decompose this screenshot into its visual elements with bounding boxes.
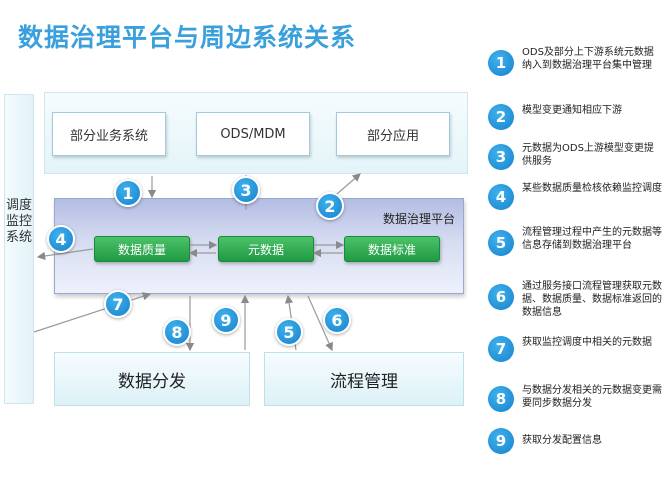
legend-badge: 5 bbox=[488, 230, 514, 256]
scheduler-monitor-panel[interactable] bbox=[4, 94, 34, 404]
ods-mdm-box[interactable]: ODS/MDM bbox=[196, 112, 310, 156]
data-standard-module[interactable]: 数据标准 bbox=[344, 236, 440, 262]
data-distribution-box[interactable]: 数据分发 bbox=[54, 352, 250, 406]
legend-badge: 4 bbox=[488, 184, 514, 210]
legend-text: 流程管理过程中产生的元数据等信息存储到数据治理平台 bbox=[522, 227, 662, 251]
badge-9: 9 bbox=[212, 306, 240, 334]
badge-5: 5 bbox=[275, 318, 303, 346]
legend-badge: 8 bbox=[488, 386, 514, 412]
legend-text: 与数据分发相关的元数据变更需要同步数据分发 bbox=[522, 385, 662, 409]
legend-text: 某些数据质量检核依赖监控调度 bbox=[522, 183, 662, 194]
legend-text: ODS及部分上下游系统元数据纳入到数据治理平台集中管理 bbox=[522, 47, 654, 71]
badge-6: 6 bbox=[323, 306, 351, 334]
legend-text: 获取监控调度中相关的元数据 bbox=[522, 337, 652, 348]
legend-badge: 1 bbox=[488, 50, 514, 76]
business-system-box[interactable]: 部分业务系统 bbox=[52, 112, 166, 156]
data-quality-label: 数据质量 bbox=[117, 242, 166, 257]
legend-text: 模型变更通知相应下游 bbox=[522, 105, 622, 116]
scheduler-monitor-label: 调度监控系统 bbox=[5, 198, 32, 245]
metadata-module[interactable]: 元数据 bbox=[218, 236, 314, 262]
metadata-label: 元数据 bbox=[247, 242, 284, 257]
badge-3: 3 bbox=[232, 176, 260, 204]
process-management-label: 流程管理 bbox=[330, 371, 398, 392]
legend-badge: 9 bbox=[488, 428, 514, 454]
data-standard-label: 数据标准 bbox=[367, 242, 416, 257]
data-quality-module[interactable]: 数据质量 bbox=[94, 236, 190, 262]
badge-1: 1 bbox=[114, 179, 142, 207]
apps-box[interactable]: 部分应用 bbox=[336, 112, 450, 156]
ods-mdm-label: ODS/MDM bbox=[220, 126, 286, 142]
apps-label: 部分应用 bbox=[366, 128, 419, 144]
legend-text: 获取分发配置信息 bbox=[522, 435, 602, 446]
legend-badge: 2 bbox=[488, 104, 514, 130]
process-management-box[interactable]: 流程管理 bbox=[264, 352, 464, 406]
legend-badge: 7 bbox=[488, 336, 514, 362]
page-title: 数据治理平台与周边系统关系 bbox=[18, 23, 357, 52]
badge-8: 8 bbox=[163, 318, 191, 346]
badge-2: 2 bbox=[316, 192, 344, 220]
badge-4: 4 bbox=[47, 225, 75, 253]
business-system-label: 部分业务系统 bbox=[69, 128, 148, 144]
legend-text: 通过服务接口流程管理获取元数据、数据质量、数据标准返回的数据信息 bbox=[522, 281, 662, 318]
legend-badge: 6 bbox=[488, 284, 514, 310]
legend-text: 元数据为ODS上游模型变更提供服务 bbox=[522, 143, 654, 167]
platform-title: 数据治理平台 bbox=[383, 212, 456, 226]
legend-badge: 3 bbox=[488, 144, 514, 170]
data-distribution-label: 数据分发 bbox=[118, 371, 186, 392]
badge-7: 7 bbox=[104, 290, 132, 318]
